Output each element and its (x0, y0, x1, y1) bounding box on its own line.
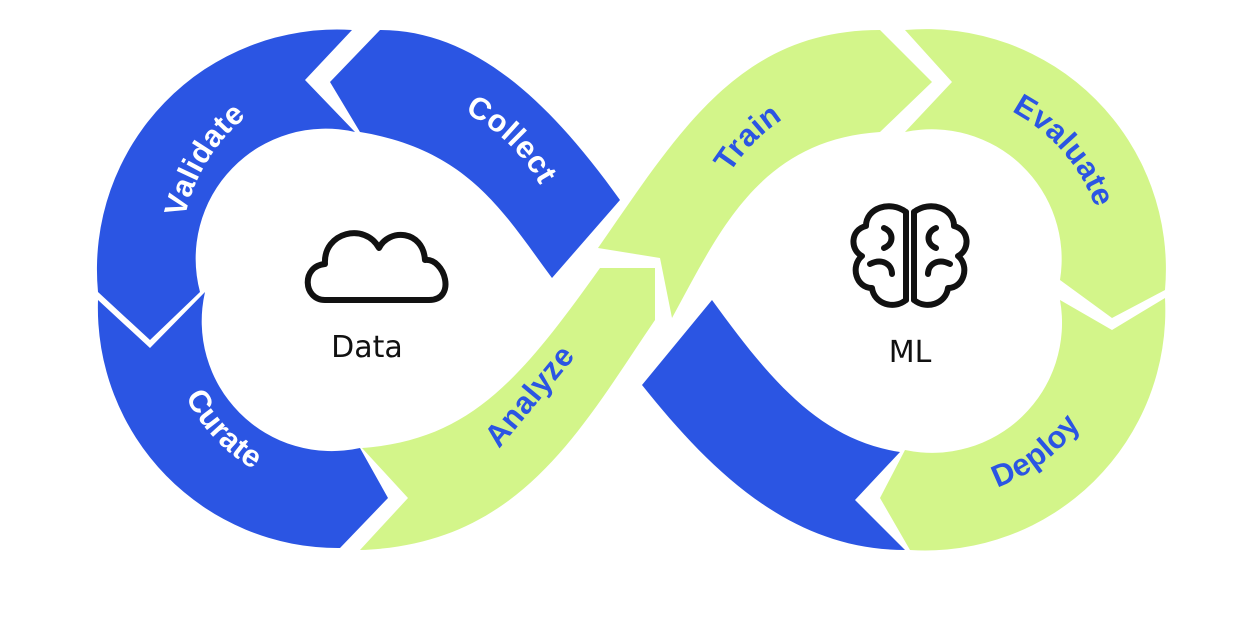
evaluate-segment (905, 29, 1166, 318)
train-segment (598, 30, 932, 318)
cloud-icon (304, 230, 449, 303)
brain-icon (850, 203, 970, 308)
data-hub-label: Data (331, 330, 403, 365)
analyze-segment (360, 268, 655, 550)
deploy-segment (880, 298, 1166, 551)
data-crossover-segment (642, 300, 905, 550)
ml-hub-label: ML (889, 335, 932, 370)
collect-segment (330, 30, 620, 278)
validate-segment (96, 29, 355, 341)
curate-segment (97, 292, 388, 549)
